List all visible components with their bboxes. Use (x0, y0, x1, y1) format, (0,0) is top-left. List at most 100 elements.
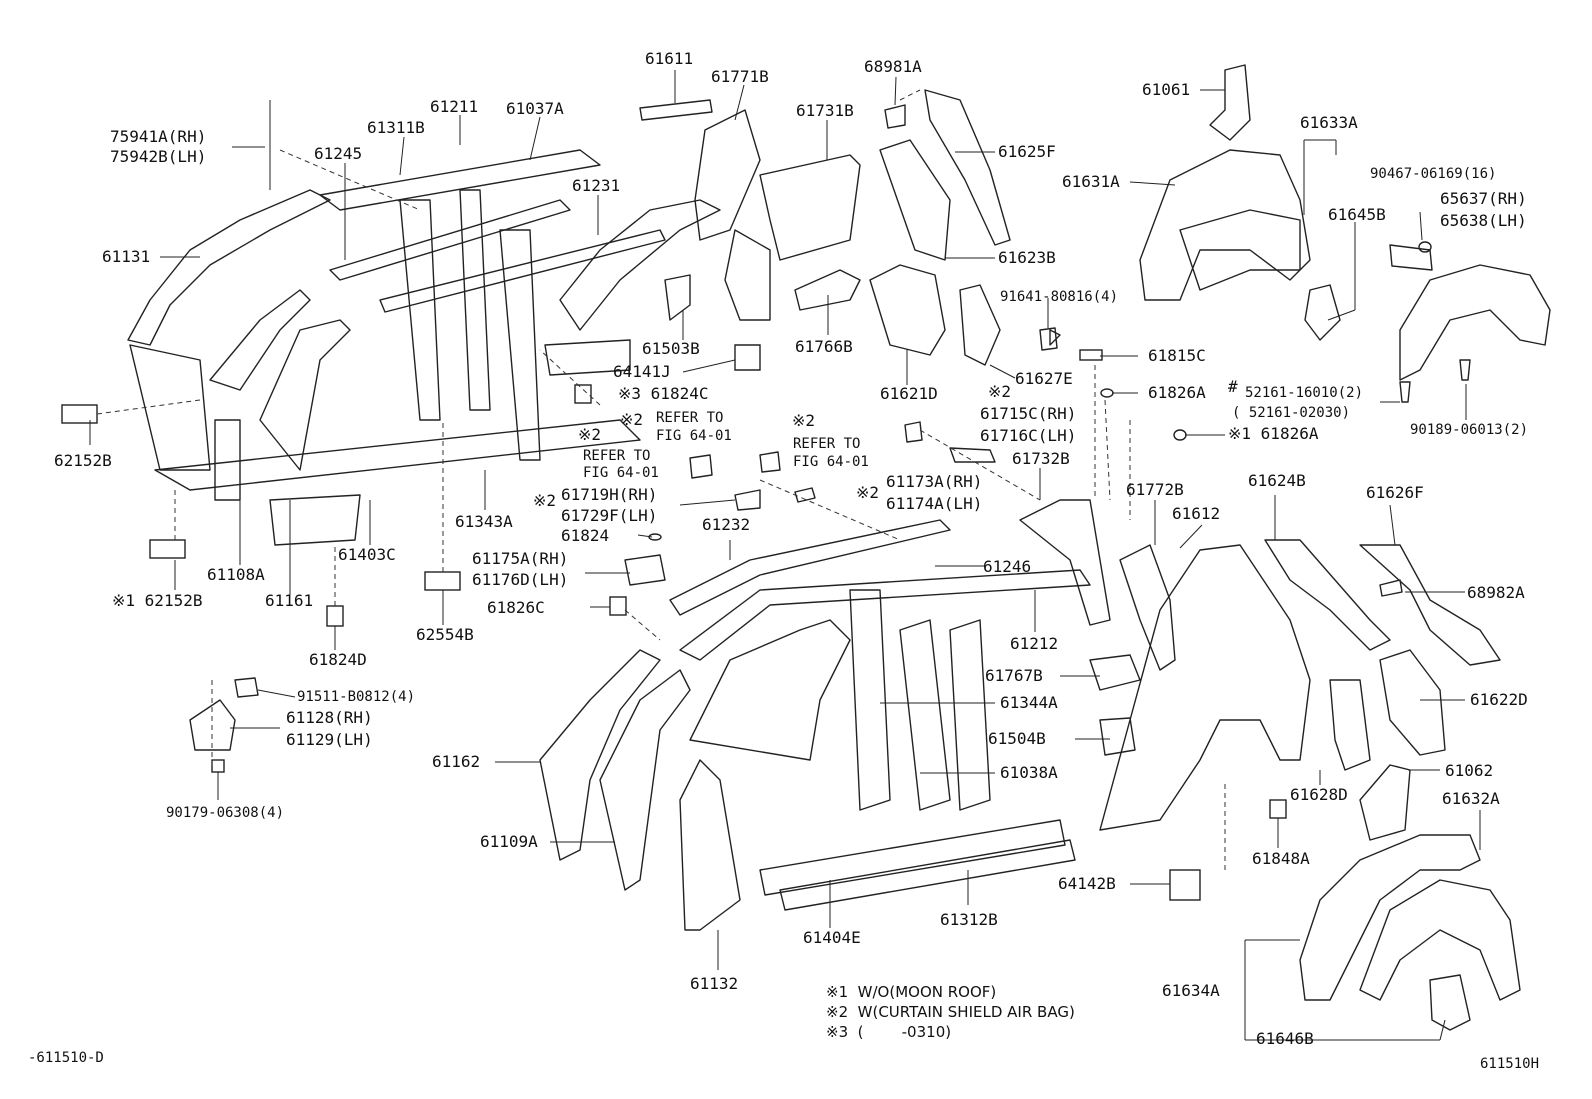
label-61826C: 61826C (487, 598, 545, 617)
label-62554B: 62554B (416, 625, 474, 644)
label-61623B: 61623B (998, 248, 1056, 267)
lower-right-drawing (1169, 539, 1521, 1031)
label-61162: 61162 (432, 752, 481, 771)
label-61232: 61232 (702, 515, 751, 534)
label-61312B: 61312B (940, 910, 998, 929)
fastener-drawing (61, 244, 1433, 773)
label-91641: 91641-80816(4) (1000, 289, 1119, 305)
label-61826A-top: 61826A (1148, 383, 1206, 402)
label-61767B: 61767B (985, 666, 1043, 685)
label-62152B: 62152B (54, 451, 112, 470)
label-61628D: 61628D (1290, 785, 1348, 804)
label-61646B: 61646B (1256, 1029, 1314, 1048)
marker-note2-b: ※2 (620, 410, 644, 429)
label-61715C: 61715C(RH) (980, 404, 1077, 423)
label-61729F: 61729F(LH) (561, 506, 658, 525)
label-61815C: 61815C (1148, 346, 1206, 365)
label-64142B: 64142B (1058, 874, 1116, 893)
marker-hash: # (1228, 377, 1238, 396)
upper-brackets-drawing (639, 89, 1061, 371)
label-61037A: 61037A (506, 99, 564, 118)
label-61848A: 61848A (1252, 849, 1310, 868)
ref-b-line2: FIG 64-01 (793, 454, 869, 470)
label-61132: 61132 (690, 974, 739, 993)
marker-note2-c: ※2 (792, 411, 816, 430)
label-61173A: 61173A(RH) (886, 472, 983, 491)
diagram-code-right: 611510H (1480, 1056, 1540, 1072)
label-61771B: 61771B (711, 67, 769, 86)
label-90179: 90179-06308(4) (166, 805, 285, 821)
label-52161-02030: ( 52161-02030) (1232, 405, 1351, 421)
label-61824C: ※3 61824C (618, 384, 709, 403)
ref-b-line1: REFER TO (793, 436, 861, 452)
ref-c-line1: REFER TO (583, 448, 651, 464)
label-61062: 61062 (1445, 761, 1494, 780)
label-61622D: 61622D (1470, 690, 1528, 709)
label-68982A: 68982A (1467, 583, 1525, 602)
label-61161: 61161 (265, 591, 314, 610)
label-61129: 61129(LH) (286, 730, 373, 749)
label-90189: 90189-06013(2) (1410, 422, 1529, 438)
marker-note2-e: ※2 (856, 483, 880, 502)
leader-lines (89, 70, 1481, 1041)
marker-note2-d: ※2 (988, 382, 1012, 401)
label-61108A: 61108A (207, 565, 265, 584)
label-61128: 61128(RH) (286, 708, 373, 727)
label-61061: 61061 (1142, 80, 1191, 99)
outer-side-panel-drawing (539, 499, 1311, 931)
label-64141J: 64141J (613, 362, 671, 381)
label-61176D: 61176D(LH) (472, 570, 569, 589)
label-61624B: 61624B (1248, 471, 1306, 490)
legend-note-3: ※3 ( -0310) (826, 1023, 952, 1041)
label-75941A: 75941A(RH) (110, 127, 207, 146)
diagram-code-left: -611510-D (28, 1050, 104, 1066)
label-61627E: 61627E (1015, 369, 1073, 388)
ref-a-line2: FIG 64-01 (656, 428, 732, 444)
label-61131: 61131 (102, 247, 151, 266)
legend-note-2: ※2 W(CURTAIN SHIELD AIR BAG) (826, 1003, 1075, 1021)
label-61731B: 61731B (796, 101, 854, 120)
label-61231: 61231 (572, 176, 621, 195)
label-91511: 91511-B0812(4) (297, 689, 416, 705)
label-61404E: 61404E (803, 928, 861, 947)
label-62152B-note: ※1 62152B (112, 591, 203, 610)
label-61503B: 61503B (642, 339, 700, 358)
legend-note-1: ※1 W/O(MOON ROOF) (826, 983, 997, 1001)
label-61403C: 61403C (338, 545, 396, 564)
label-61246: 61246 (983, 557, 1032, 576)
label-61824: 61824 (561, 526, 610, 545)
label-61631A: 61631A (1062, 172, 1120, 191)
label-90467: 90467-06169(16) (1370, 166, 1497, 182)
label-61632A: 61632A (1442, 789, 1500, 808)
label-61732B: 61732B (1012, 449, 1070, 468)
label-61212: 61212 (1010, 634, 1059, 653)
label-61824D: 61824D (309, 650, 367, 669)
ref-c-line2: FIG 64-01 (583, 465, 659, 481)
label-75942B: 75942B(LH) (110, 147, 207, 166)
label-61174A: 61174A(LH) (886, 494, 983, 513)
label-61311B: 61311B (367, 118, 425, 137)
label-61634A: 61634A (1162, 981, 1220, 1000)
label-61772B: 61772B (1126, 480, 1184, 499)
label-61211: 61211 (430, 97, 479, 116)
label-65638: 65638(LH) (1440, 211, 1527, 230)
label-61626F: 61626F (1366, 483, 1424, 502)
label-65637: 65637(RH) (1440, 189, 1527, 208)
ref-a-line1: REFER TO (656, 410, 724, 426)
label-61612: 61612 (1172, 504, 1221, 523)
label-61245: 61245 (314, 144, 363, 163)
label-61719H: 61719H(RH) (561, 485, 658, 504)
label-52161-16010: 52161-16010(2) (1245, 385, 1364, 401)
label-61826A-note: ※1 61826A (1228, 424, 1319, 443)
label-61343A: 61343A (455, 512, 513, 531)
label-61645B: 61645B (1328, 205, 1386, 224)
label-61175A: 61175A(RH) (472, 549, 569, 568)
label-61716C: 61716C(LH) (980, 426, 1077, 445)
marker-note2-f: ※2 (533, 491, 557, 510)
label-61344A: 61344A (1000, 693, 1058, 712)
label-61621D: 61621D (880, 384, 938, 403)
label-68981A: 68981A (864, 57, 922, 76)
label-61625F: 61625F (998, 142, 1056, 161)
